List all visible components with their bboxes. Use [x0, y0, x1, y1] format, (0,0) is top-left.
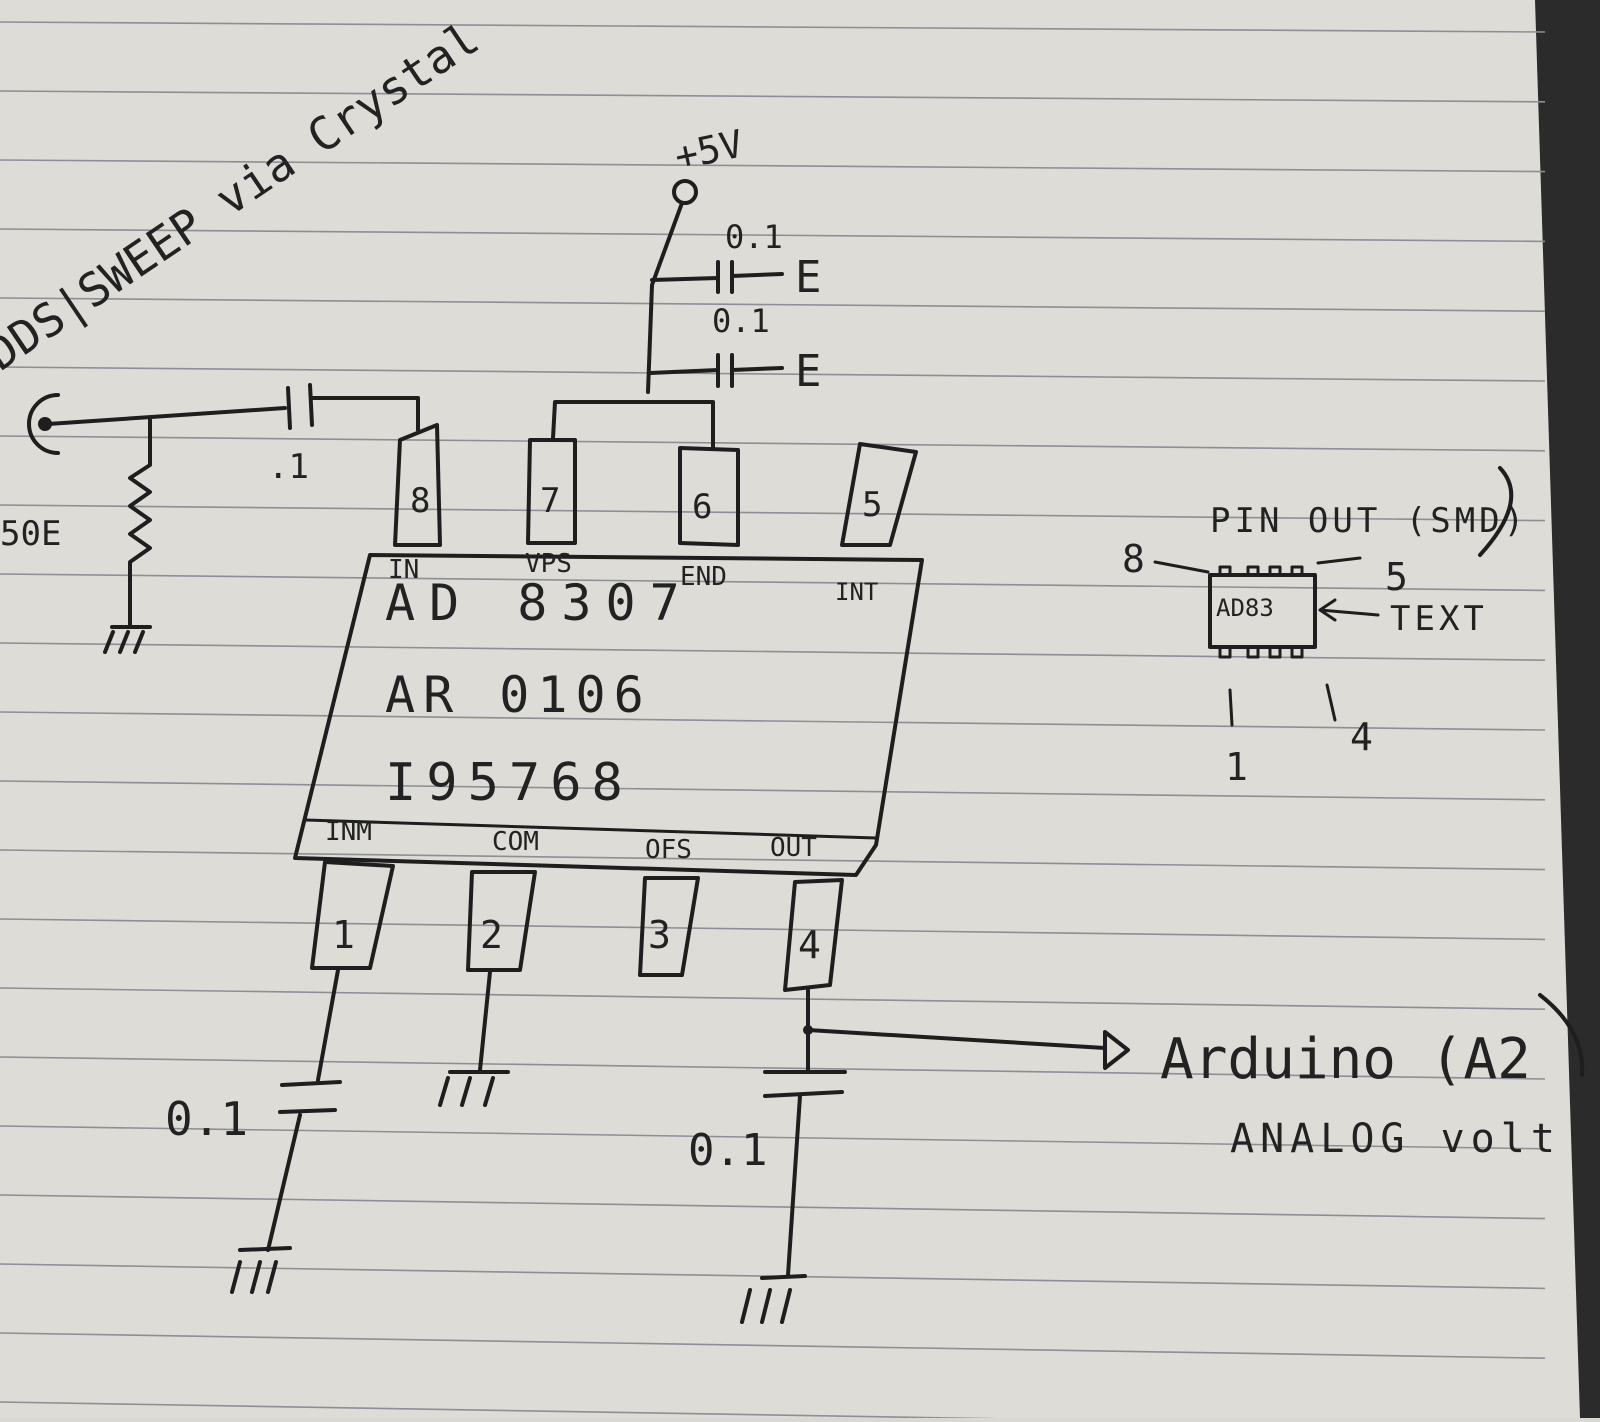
ruled-line	[0, 435, 1546, 452]
ruled-line	[0, 573, 1546, 592]
decoupling-cap-1-value: 0.1	[725, 218, 783, 256]
pinout-text-arrow	[1318, 598, 1380, 622]
ruled-line	[0, 504, 1546, 522]
output-sub-label: ANALOG volt	[1230, 1116, 1561, 1162]
pinout-corner-5: 5	[1385, 555, 1408, 599]
ruled-line	[0, 1056, 1546, 1080]
ruled-line	[0, 987, 1546, 1010]
output-label-bracket	[1538, 993, 1585, 1077]
ruled-line	[0, 642, 1546, 661]
ic-body-inner-line	[304, 818, 878, 840]
output-arrowhead	[1103, 1030, 1130, 1070]
ruled-line	[0, 1125, 1546, 1150]
pin-5-number: 5	[862, 485, 882, 525]
ic-line-2: AR 0106	[385, 666, 652, 724]
pin-7-leg	[526, 438, 577, 545]
decoupling-cap-2	[648, 353, 784, 388]
decoupling-cap-2-value: 0.1	[712, 302, 770, 340]
ground-symbol-resistor	[103, 625, 152, 654]
ground-symbol-pin4	[740, 1274, 807, 1324]
pin-7-number: 7	[540, 481, 560, 521]
pin-6-number: 6	[692, 487, 712, 527]
ruled-line	[0, 366, 1546, 382]
pin-1-cap	[266, 968, 342, 1252]
pin-2-leg	[466, 870, 537, 972]
output-label: Arduino (A2	[1160, 1027, 1531, 1092]
pinout-chip	[1208, 573, 1317, 649]
decoupling-cap-1	[650, 260, 784, 294]
pin-3-name: OFS	[645, 835, 692, 865]
pinout-pointer-5	[1316, 556, 1362, 565]
vps-bridge-wire	[551, 400, 715, 450]
ground-symbol-pin1	[230, 1246, 292, 1294]
pinout-chip-text: AD83	[1216, 594, 1274, 622]
ruled-line	[0, 159, 1546, 173]
decoupling-cap-2-end: E	[795, 346, 822, 397]
ground-symbol-pin2	[438, 970, 510, 1107]
pin-5-name: INT	[835, 578, 878, 606]
source-jack	[27, 393, 60, 455]
ruled-line	[0, 228, 1546, 243]
ruled-line	[0, 21, 1546, 33]
pin-7-name: VPS	[525, 549, 572, 579]
ruled-line	[0, 297, 1546, 312]
pin-2-name: COM	[492, 827, 539, 857]
ic-line-3: I95768	[385, 753, 633, 813]
input-cap-wire	[310, 396, 420, 432]
pin-1-cap-label: 0.1	[165, 1092, 248, 1146]
ruled-line	[0, 1194, 1546, 1220]
pin-6-leg	[678, 446, 740, 547]
pinout-text-label: TEXT	[1390, 599, 1488, 639]
pin-4-cap-label: 0.1	[688, 1125, 767, 1176]
source-jack-dot	[38, 417, 52, 431]
ruled-line	[0, 849, 1546, 871]
ruled-line	[0, 90, 1546, 103]
ruled-line	[0, 1401, 1237, 1422]
pin-1-name: INM	[325, 817, 372, 847]
pin-8-name: IN	[388, 555, 419, 585]
pinout-title-bracket	[1478, 466, 1514, 557]
pin-5-leg	[840, 442, 918, 547]
ic-line-1: AD 8307	[385, 574, 694, 632]
input-cap-label: .1	[268, 447, 309, 487]
ruled-line	[0, 1332, 1546, 1359]
pinout-corner-8: 8	[1122, 537, 1145, 581]
resistor-label: 50E	[0, 514, 61, 554]
pin-1-number: 1	[332, 913, 355, 957]
pin-4-number: 4	[798, 923, 821, 967]
input-cap-plates	[286, 383, 314, 430]
ic-body	[293, 553, 924, 877]
pin-3-leg	[638, 876, 700, 977]
pinout-title: PIN OUT (SMD)	[1210, 501, 1528, 541]
resistor-50e	[128, 418, 152, 627]
pinout-pointer-8	[1153, 560, 1210, 574]
pin-3-number: 3	[648, 913, 671, 957]
pin-6-name: END	[680, 562, 727, 592]
pinout-bottom-pins	[1218, 645, 1304, 659]
decoupling-cap-1-end: E	[795, 252, 822, 303]
pin-4-name: OUT	[770, 833, 817, 863]
ruled-line	[0, 918, 1546, 941]
pinout-pointers-bottom	[1228, 683, 1337, 727]
pinout-top-pins	[1218, 565, 1304, 577]
source-wire	[46, 406, 287, 426]
pin-8-leg	[393, 423, 442, 547]
supply-terminal	[672, 179, 698, 205]
pin-1-leg	[310, 860, 395, 970]
pin-2-number: 2	[480, 913, 503, 957]
pin-4-leg	[783, 878, 844, 992]
supply-wire	[646, 201, 684, 394]
pinout-corner-1: 1	[1225, 745, 1248, 789]
ruled-line	[0, 711, 1546, 731]
output-wire	[806, 1028, 1107, 1050]
ruled-line	[0, 780, 1546, 801]
pin-8-number: 8	[410, 481, 430, 521]
pinout-corner-4: 4	[1350, 715, 1373, 759]
